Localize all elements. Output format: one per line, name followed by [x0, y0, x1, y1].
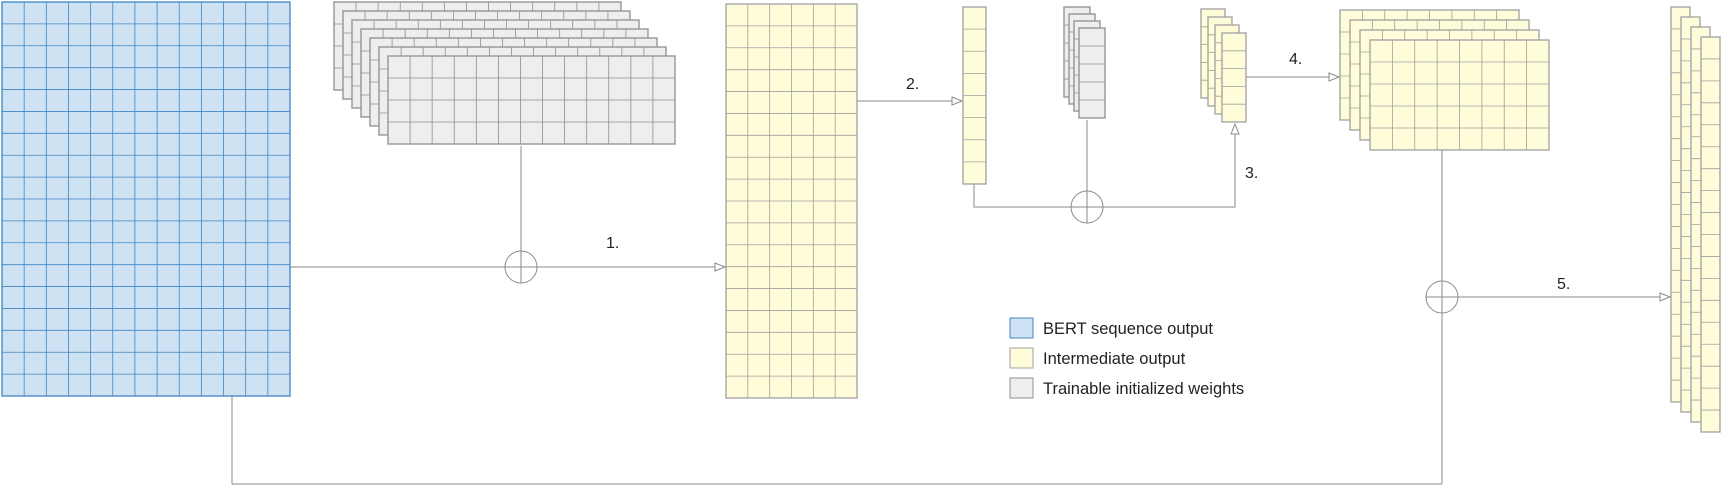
- intermediate-column-vector: [962, 6, 987, 185]
- bert-sequence-output-matrix: [1, 1, 291, 397]
- step1-arrowhead: [714, 262, 727, 272]
- final-output-stack-4: [1700, 36, 1721, 433]
- step-4-label: 4.: [1289, 51, 1302, 68]
- step2-arrowhead: [951, 96, 964, 106]
- plus2-to-step3-line: [1103, 125, 1236, 208]
- bert-to-bottom-line: [231, 396, 1442, 485]
- col-to-plus2-line: [973, 184, 1071, 208]
- step4-arrowhead: [1328, 72, 1341, 82]
- step-3-label: 3.: [1245, 165, 1258, 182]
- intermediate-small-stack-4: [1221, 32, 1247, 123]
- legend-label-weights: Trainable initialized weights: [1043, 380, 1244, 398]
- legend-swatch-bert: [1009, 317, 1034, 339]
- legend-label-intermediate: Intermediate output: [1043, 350, 1186, 368]
- step3-arrowhead: [1230, 122, 1240, 135]
- legend-label-bert: BERT sequence output: [1043, 320, 1213, 338]
- legend: BERT sequence output Intermediate output…: [1009, 317, 1244, 399]
- legend-swatch-intermediate: [1009, 347, 1034, 369]
- trainable-weights-stack-1-7: [387, 55, 676, 145]
- intermediate-output-matrix-1: [725, 3, 858, 399]
- legend-swatch-weights: [1009, 377, 1034, 399]
- operator-layer: [504, 72, 1672, 314]
- step-2-label: 2.: [906, 76, 919, 93]
- step-1-label: 1.: [606, 235, 619, 252]
- sum-operator-3-icon: [1425, 280, 1459, 314]
- sum-operator-1-icon: [504, 250, 538, 284]
- sum-operator-2-icon: [1070, 190, 1104, 224]
- step5-arrowhead: [1659, 292, 1672, 302]
- trainable-weights-stack-2-4: [1078, 27, 1106, 119]
- connector-lines: [231, 76, 1667, 485]
- intermediate-output-stack-2-4: [1369, 39, 1550, 151]
- step-5-label: 5.: [1557, 276, 1570, 293]
- matrix-layer: [1, 1, 1721, 433]
